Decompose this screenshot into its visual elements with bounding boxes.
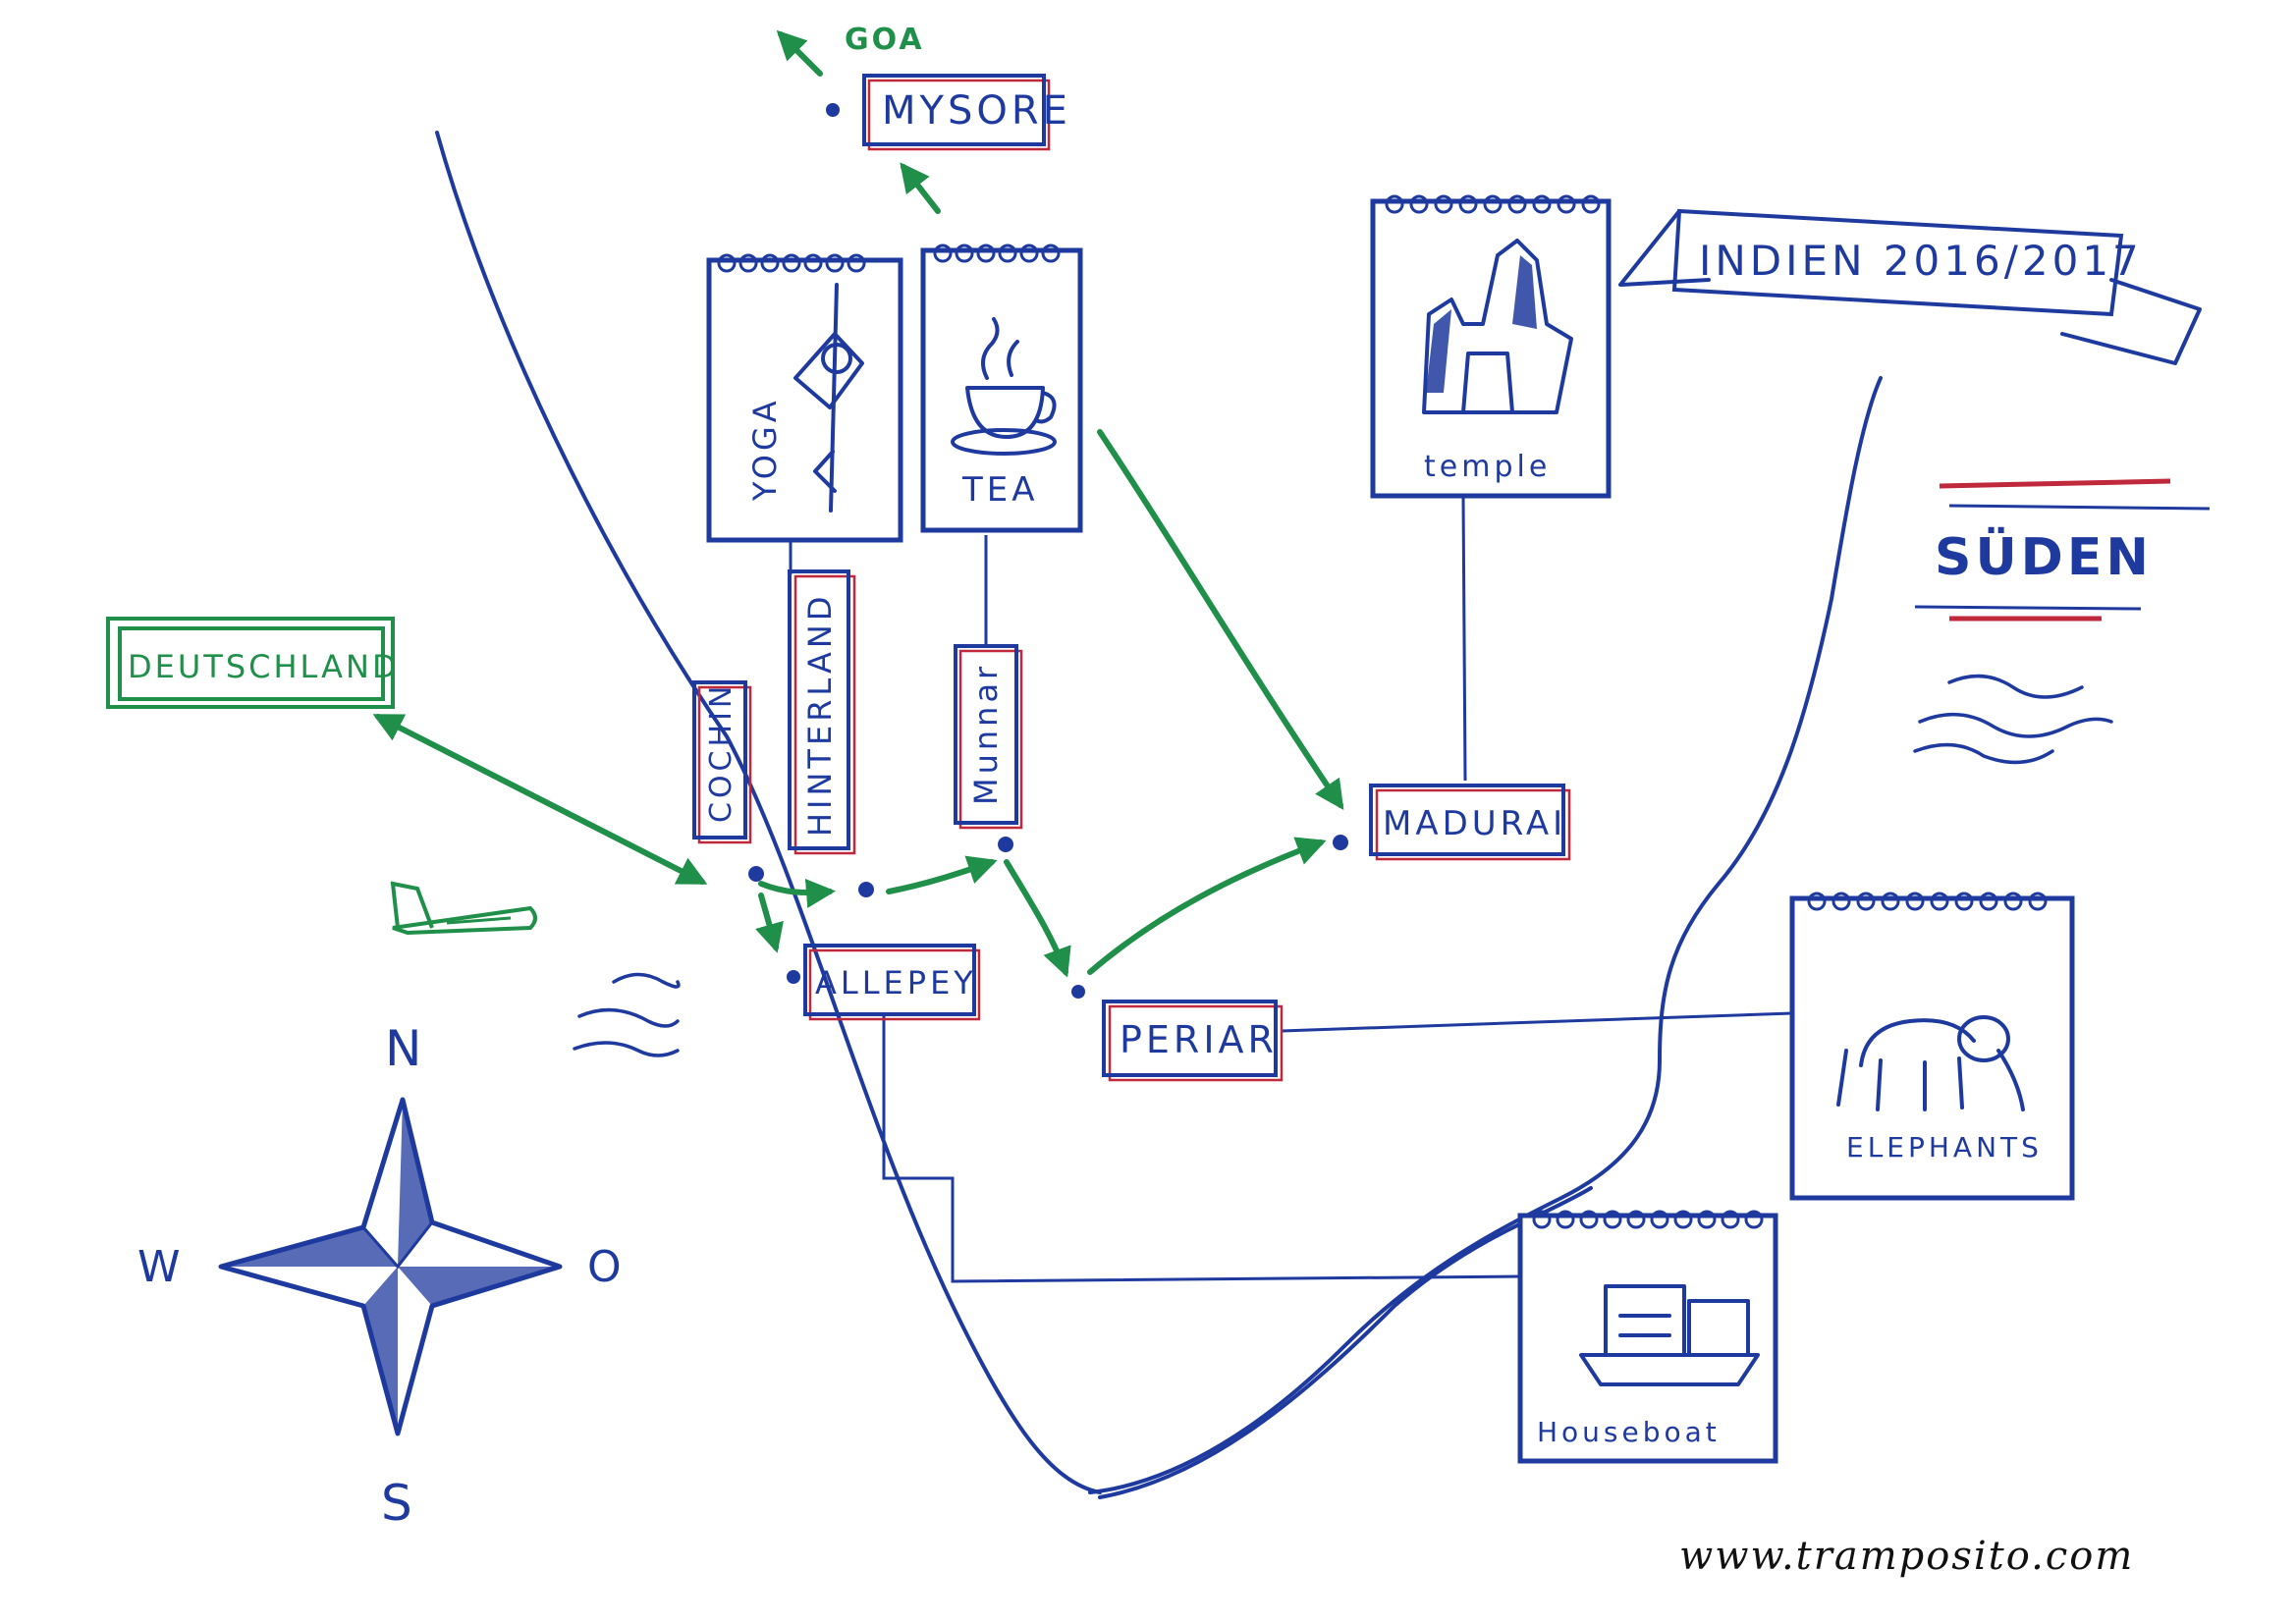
place-munnar: Munnar bbox=[954, 644, 1023, 830]
place-cochin: COCHIN bbox=[692, 680, 752, 844]
route-periar-madurai bbox=[1087, 837, 1327, 975]
card-label-yoga: YOGA bbox=[746, 397, 784, 502]
place-madurai: MADURAI bbox=[1369, 784, 1571, 861]
place-dot-hinterland bbox=[858, 882, 874, 897]
place-dot-mysore bbox=[826, 103, 840, 117]
route-deutschland-cochin bbox=[372, 714, 708, 885]
place-label-munnar: Munnar bbox=[967, 663, 1005, 805]
region-label-text: SÜDEN bbox=[1935, 526, 2153, 587]
place-label-goa: GOA bbox=[845, 23, 925, 57]
place-dot-cochin bbox=[748, 866, 764, 882]
connector-allepey-houseboat bbox=[882, 1016, 1523, 1283]
website-credit: www.tramposito.com bbox=[1679, 1534, 2134, 1579]
compass-west: W bbox=[137, 1242, 185, 1292]
yoga-figure-icon bbox=[793, 283, 864, 513]
spiral-binding bbox=[717, 253, 866, 273]
card-label-elephants: ELEPHANTS bbox=[1846, 1131, 2043, 1164]
region-label: SÜDEN bbox=[1913, 478, 2211, 765]
route-tea-mysore bbox=[900, 162, 941, 214]
waves-icon bbox=[1947, 674, 2084, 699]
spiral-binding bbox=[1807, 892, 2048, 911]
temple-icon bbox=[1422, 239, 1573, 414]
place-label-allepey: ALLEPEY bbox=[815, 964, 977, 1001]
route-hinterland-munnar bbox=[886, 855, 998, 894]
place-allepey: ALLEPEY bbox=[803, 944, 981, 1021]
place-periar: PERIAR bbox=[1102, 1000, 1284, 1082]
card-temple: temple bbox=[1370, 194, 1612, 499]
west-coastline bbox=[435, 131, 1102, 1494]
connector-temple-madurai bbox=[1461, 495, 1467, 782]
place-mysore: MYSORE bbox=[862, 74, 1071, 151]
place-label-madurai: MADURAI bbox=[1383, 804, 1566, 843]
place-dot-allepey bbox=[787, 970, 800, 984]
route-mysore-goa bbox=[776, 29, 823, 77]
place-label-periar: PERIAR bbox=[1120, 1018, 1278, 1061]
waves-icon bbox=[573, 972, 681, 1057]
compass-rose-icon bbox=[218, 1097, 563, 1436]
card-yoga: YOGA bbox=[706, 253, 903, 543]
route-tea-madurai bbox=[1097, 429, 1344, 810]
airplane-icon bbox=[390, 881, 537, 936]
route-cochin-allepey bbox=[755, 893, 784, 953]
card-elephants: ELEPHANTS bbox=[1789, 892, 2075, 1201]
place-hinterland: HINTERLAND bbox=[788, 569, 856, 855]
compass-east: O bbox=[587, 1242, 626, 1292]
place-label-hinterland: HINTERLAND bbox=[801, 593, 839, 837]
route-munnar-periar bbox=[1004, 859, 1071, 978]
elephant-icon bbox=[1836, 1015, 2025, 1111]
card-label-temple: temple bbox=[1424, 450, 1551, 484]
connector-periar-elephants bbox=[1281, 1011, 1793, 1033]
spiral-binding bbox=[1385, 194, 1601, 214]
place-label-mysore: MYSORE bbox=[882, 88, 1071, 134]
place-dot-periar bbox=[1071, 985, 1085, 999]
place-deutschland: DEUTSCHLAND bbox=[106, 617, 400, 709]
title-banner: INDIEN 2016/2017 bbox=[1618, 208, 2202, 365]
tea-cup-icon bbox=[951, 317, 1057, 456]
compass-north: N bbox=[385, 1020, 425, 1077]
card-houseboat: Houseboat bbox=[1517, 1210, 1778, 1464]
map-title: INDIEN 2016/2017 bbox=[1699, 237, 2143, 285]
card-label-tea: TEA bbox=[961, 470, 1039, 510]
card-tea: TEA bbox=[920, 244, 1083, 533]
place-label-cochin: COCHIN bbox=[704, 682, 738, 823]
place-label-deutschland: DEUTSCHLAND bbox=[128, 648, 400, 685]
place-dot-madurai bbox=[1333, 835, 1348, 850]
place-dot-munnar bbox=[998, 837, 1013, 852]
card-label-houseboat: Houseboat bbox=[1537, 1416, 1721, 1448]
route-cochin-hinterland bbox=[758, 878, 836, 908]
south-tip-coastline bbox=[1088, 376, 1883, 1494]
spiral-binding bbox=[933, 244, 1061, 263]
houseboat-icon bbox=[1579, 1284, 1760, 1386]
spiral-binding bbox=[1532, 1210, 1764, 1229]
compass-south: S bbox=[381, 1475, 416, 1532]
